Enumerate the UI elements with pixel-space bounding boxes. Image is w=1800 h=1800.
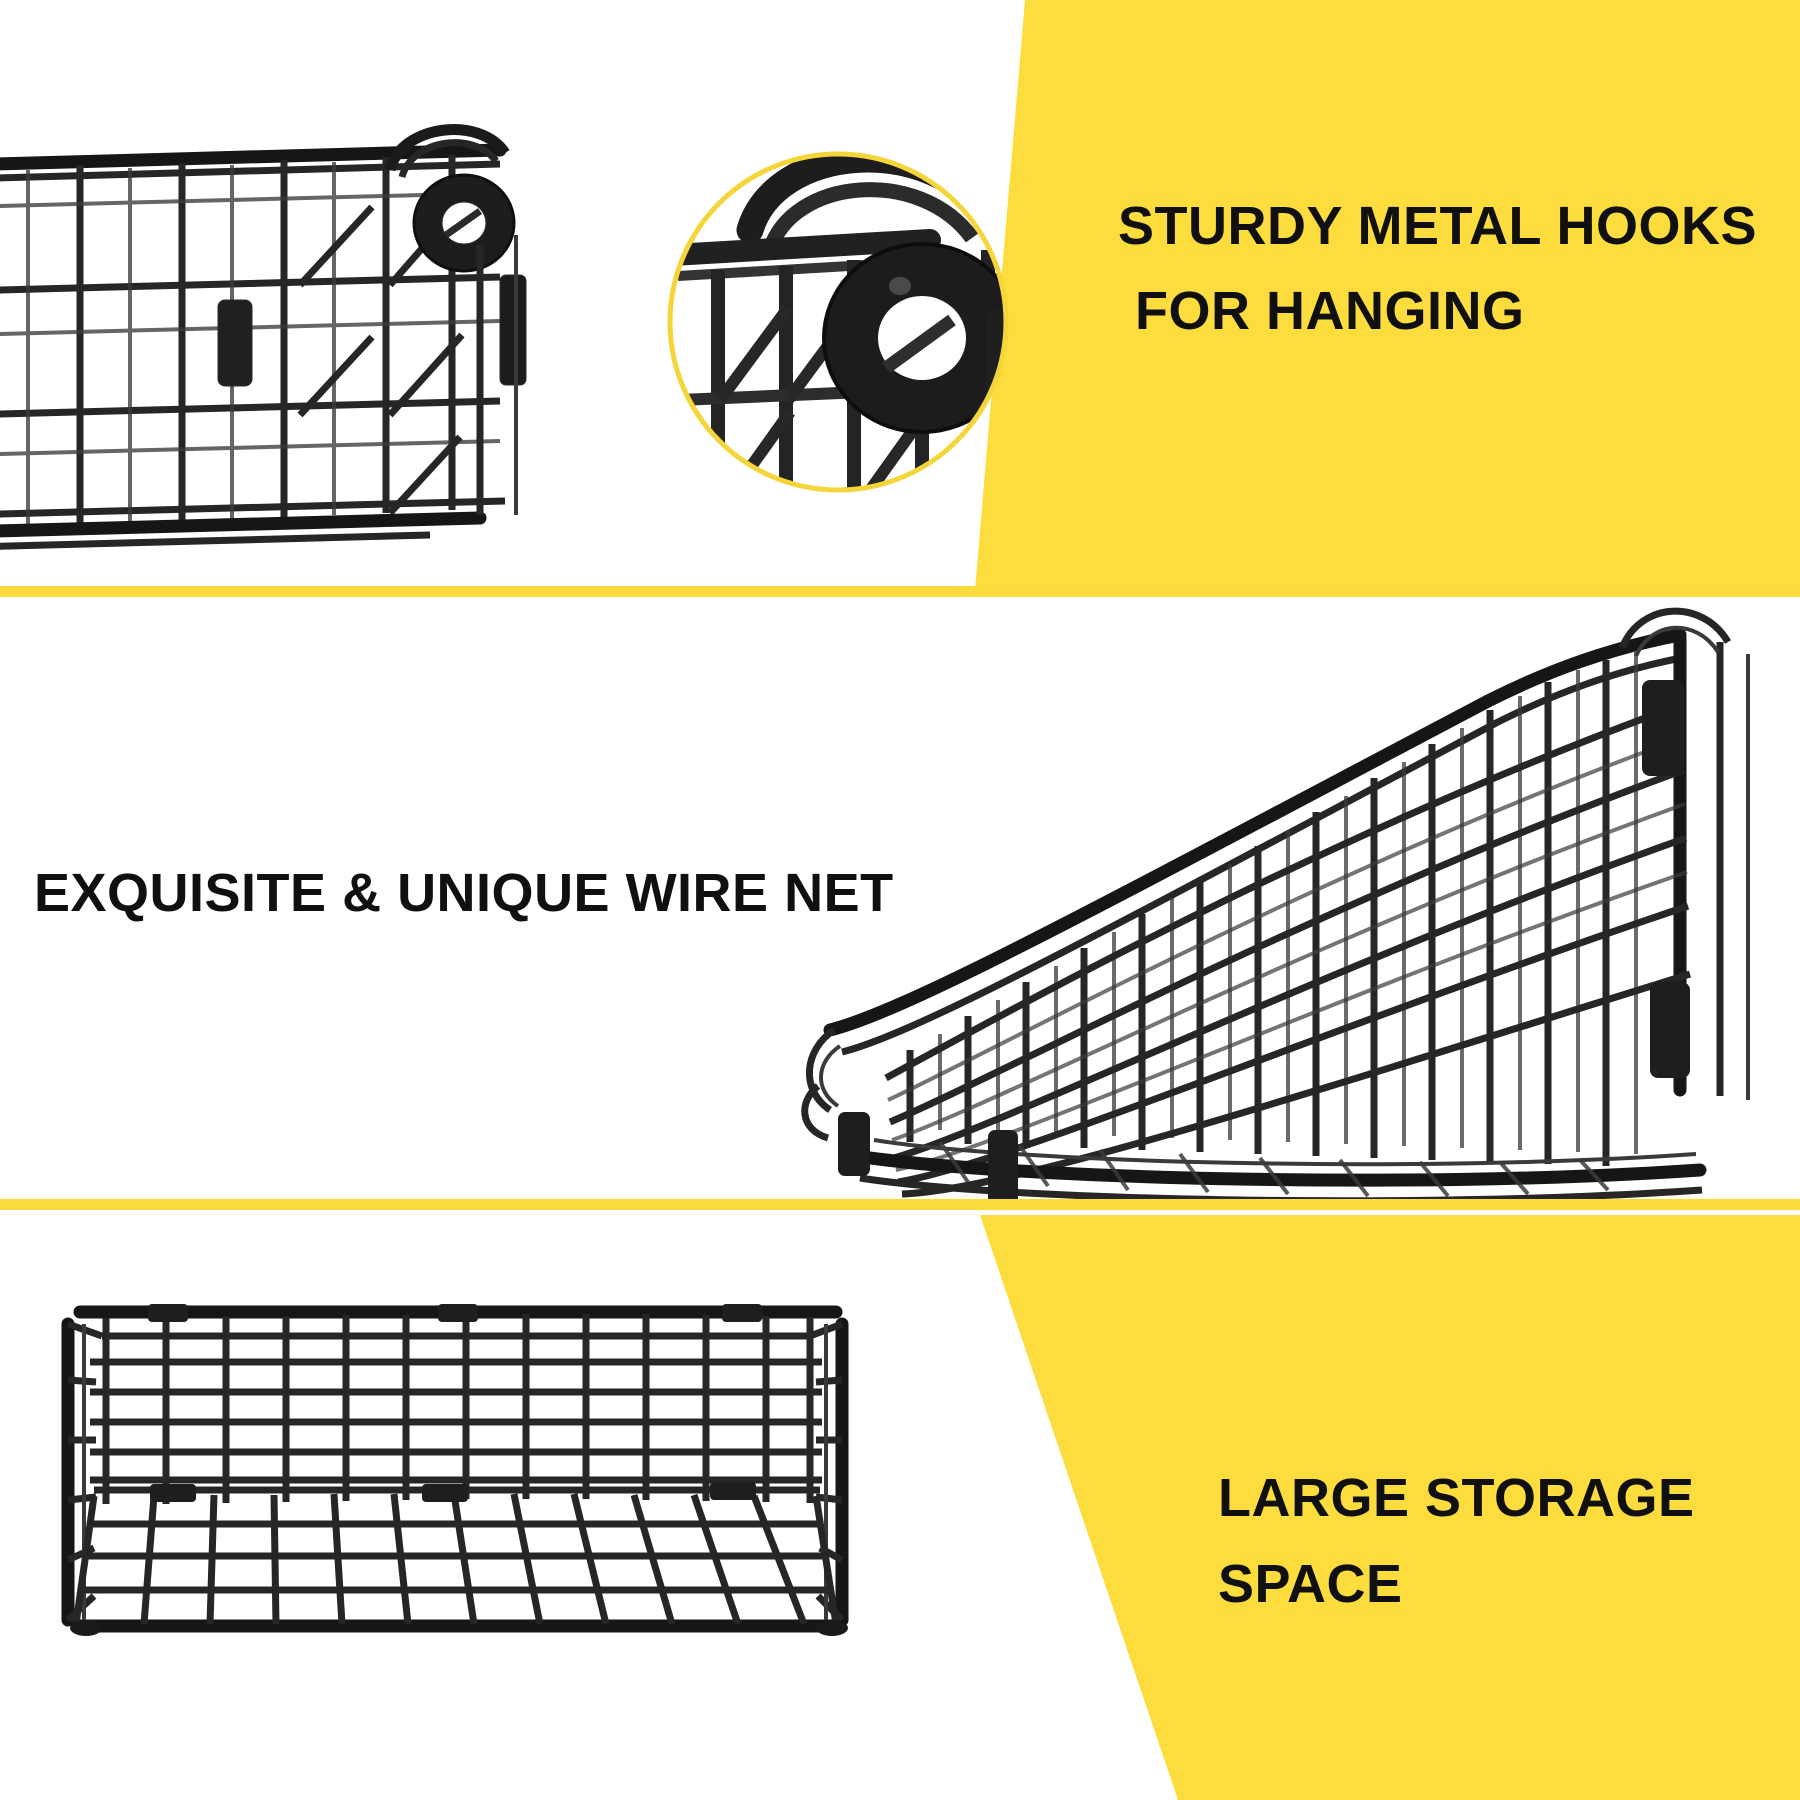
section-sturdy-metal-hooks: STURDY METAL HOOKS FOR HANGING [0,0,1800,590]
product-image-storage-basket [61,1304,849,1636]
section-divider-top [0,586,1800,597]
headline-sturdy-line1: STURDY METAL HOOKS [1118,196,1758,256]
headline-storage-line2: SPACE [1218,1554,1403,1614]
product-image-angled-basket [801,607,1750,1205]
section-exquisite-wire-net: EXQUISITE & UNIQUE WIRE NET [0,600,1800,1205]
section-large-storage-space: LARGE STORAGE SPACE [0,1215,1800,1800]
headline-storage-line1: LARGE STORAGE [1218,1468,1695,1528]
product-image-hook-basket [0,124,527,550]
hook-detail-callout [667,151,1009,493]
yellow-wedge-top [975,0,1800,590]
section-divider-bottom [0,1199,1800,1210]
headline-exquisite: EXQUISITE & UNIQUE WIRE NET [34,863,894,923]
headline-sturdy-line2: FOR HANGING [1135,281,1525,341]
yellow-wedge-bottom [980,1215,1800,1800]
